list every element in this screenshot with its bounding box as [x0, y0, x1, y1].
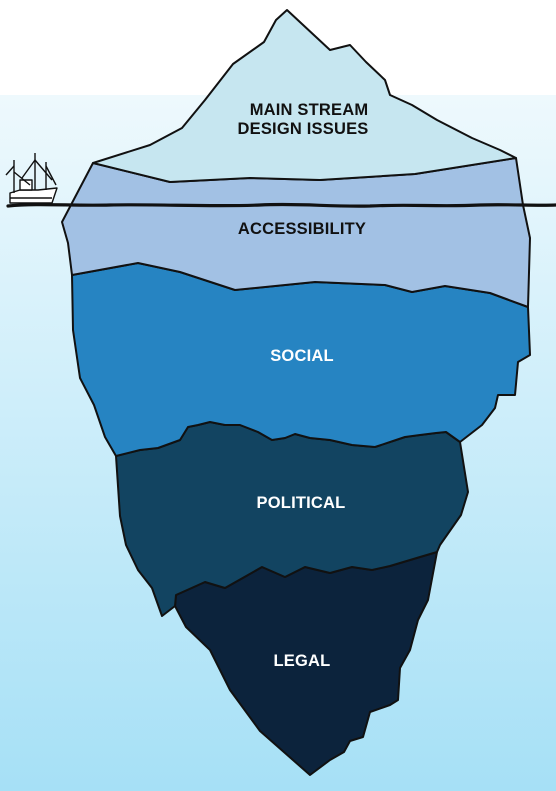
label-political: POLITICAL — [257, 494, 346, 512]
label-main-stream-line-2: DESIGN ISSUES — [238, 120, 369, 138]
boat-icon — [5, 153, 58, 204]
label-legal: LEGAL — [274, 652, 331, 670]
label-accessibility: ACCESSIBILITY — [238, 220, 366, 238]
label-social: SOCIAL — [270, 347, 334, 365]
layer-main-stream — [92, 9, 517, 183]
label-main-stream-line-1: MAIN STREAM — [250, 101, 369, 119]
waterline — [6, 202, 556, 208]
